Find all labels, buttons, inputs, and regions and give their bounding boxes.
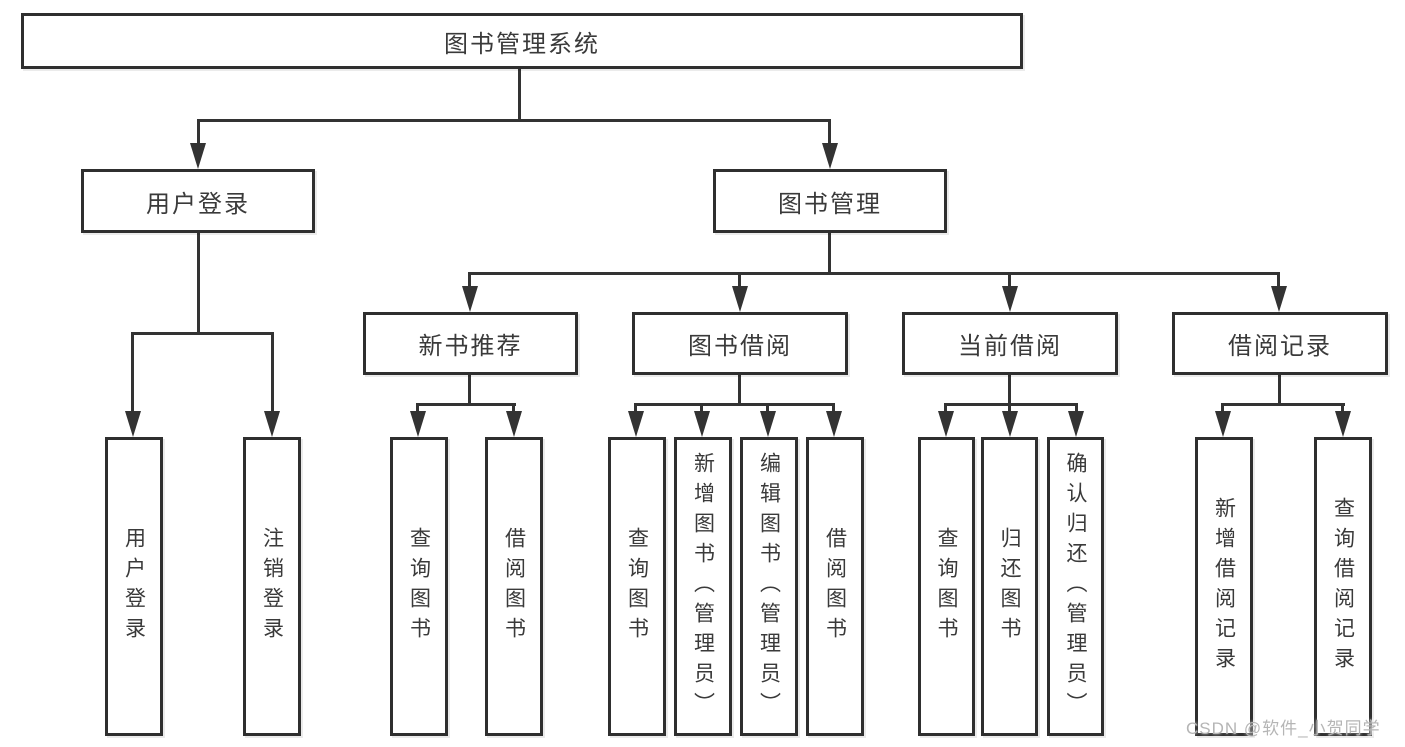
leaf-query-book: 查询图书 [918, 437, 975, 736]
node-current-borrow: 当前借阅 [902, 312, 1118, 375]
connector-user-login-stem [197, 233, 200, 334]
connector-drop [634, 403, 637, 413]
arrow-down-icon [410, 411, 426, 437]
leaf-label: 新增图书（管理员） [691, 451, 715, 722]
leaf-query-book: 查询图书 [608, 437, 666, 736]
arrow-down-icon [1271, 286, 1287, 312]
leaf-label: 确认归还（管理员） [1064, 451, 1087, 722]
connector-bar [634, 403, 835, 406]
leaf-label: 新增借阅记录 [1212, 496, 1236, 677]
leaf-logout: 注销登录 [243, 437, 301, 736]
connector-stem [468, 375, 471, 406]
leaf-label: 查询借阅记录 [1331, 496, 1355, 677]
arrow-down-icon [264, 411, 280, 437]
leaf-confirm-return-admin: 确认归还（管理员） [1047, 437, 1104, 736]
arrow-down-icon [190, 143, 206, 169]
leaf-edit-book-admin: 编辑图书（管理员） [740, 437, 798, 736]
leaf-borrow-book: 借阅图书 [485, 437, 543, 736]
leaf-label: 查询图书 [407, 526, 431, 647]
leaf-label: 用户登录 [122, 526, 146, 647]
connector-drop [416, 403, 419, 413]
connector-bar [416, 403, 516, 406]
leaf-label: 借阅图书 [823, 526, 847, 647]
arrow-down-icon [822, 143, 838, 169]
connector-level3-bar [468, 272, 1280, 275]
arrow-down-icon [125, 411, 141, 437]
connector-drop [1008, 272, 1011, 288]
arrow-down-icon [506, 411, 522, 437]
connector-drop [271, 332, 274, 412]
connector-user-login-bar [131, 332, 274, 335]
leaf-label: 查询图书 [625, 526, 649, 647]
connector-drop [700, 403, 703, 413]
node-borrow-records: 借阅记录 [1172, 312, 1388, 375]
arrow-down-icon [760, 411, 776, 437]
connector-drop [832, 403, 835, 413]
connector-drop [828, 119, 831, 145]
node-library-management-system: 图书管理系统 [21, 13, 1023, 69]
arrow-down-icon [1335, 411, 1351, 437]
connector-level2-bar [197, 119, 831, 122]
node-user-login: 用户登录 [81, 169, 315, 233]
connector-drop [1008, 403, 1011, 413]
arrow-down-icon [1002, 411, 1018, 437]
connector-stem [1008, 375, 1011, 406]
connector-drop [468, 272, 471, 288]
arrow-down-icon [1002, 286, 1018, 312]
arrow-down-icon [732, 286, 748, 312]
node-label: 图书借阅 [688, 333, 792, 360]
arrow-down-icon [462, 286, 478, 312]
connector-stem [738, 375, 741, 406]
arrow-down-icon [1068, 411, 1084, 437]
connector-drop [738, 272, 741, 288]
leaf-return-book: 归还图书 [981, 437, 1038, 736]
connector-book-mgmt-stem [828, 233, 831, 274]
node-book-borrow: 图书借阅 [632, 312, 848, 375]
node-book-management: 图书管理 [713, 169, 947, 233]
arrow-down-icon [938, 411, 954, 437]
leaf-borrow-book: 借阅图书 [806, 437, 864, 736]
leaf-add-book-admin: 新增图书（管理员） [674, 437, 732, 736]
connector-drop [944, 403, 947, 413]
arrow-down-icon [1215, 411, 1231, 437]
arrow-down-icon [694, 411, 710, 437]
connector-drop [1341, 403, 1344, 413]
leaf-label: 注销登录 [260, 526, 284, 647]
connector-drop [512, 403, 515, 413]
connector-drop [1221, 403, 1224, 413]
connector-drop [1075, 403, 1078, 413]
node-new-book-recommend: 新书推荐 [363, 312, 578, 375]
connector-drop [131, 332, 134, 412]
node-label: 图书管理系统 [444, 30, 600, 58]
leaf-user-login: 用户登录 [105, 437, 163, 736]
connector-bar [1221, 403, 1345, 406]
arrow-down-icon [826, 411, 842, 437]
connector-bar [944, 403, 1078, 406]
connector-drop [197, 119, 200, 145]
leaf-label: 编辑图书（管理员） [757, 451, 781, 722]
node-label: 新书推荐 [418, 333, 523, 360]
connector-drop [1277, 272, 1280, 288]
leaf-label: 借阅图书 [502, 526, 526, 647]
node-label: 当前借阅 [958, 333, 1062, 360]
leaf-add-borrow-record: 新增借阅记录 [1195, 437, 1253, 736]
leaf-label: 归还图书 [998, 526, 1021, 647]
connector-stem [1278, 375, 1281, 406]
arrow-down-icon [628, 411, 644, 437]
node-label: 借阅记录 [1228, 333, 1332, 360]
leaf-label: 查询图书 [935, 526, 958, 647]
connector-root-stem [518, 69, 521, 122]
node-label: 用户登录 [146, 190, 250, 218]
leaf-query-book: 查询图书 [390, 437, 448, 736]
node-label: 图书管理 [778, 190, 882, 218]
connector-drop [766, 403, 769, 413]
watermark: CSDN @软件_小贺同学 [1186, 719, 1381, 738]
leaf-query-borrow-record: 查询借阅记录 [1314, 437, 1372, 736]
